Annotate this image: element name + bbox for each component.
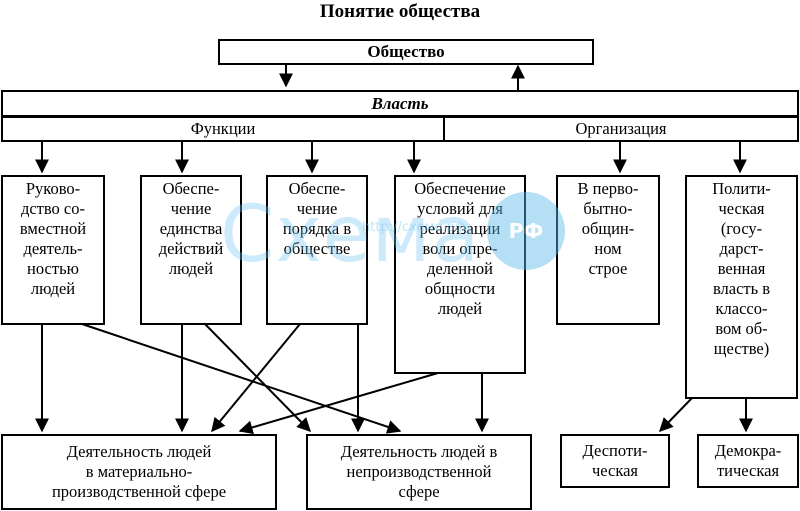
arrow-f3-to-material xyxy=(211,323,301,433)
org-box-primitive: В перво- бытно- общин- ном строе xyxy=(556,175,660,325)
functions-header: Функции xyxy=(1,116,445,142)
form-box-democratic: Демокра- тическая xyxy=(697,434,799,488)
watermark-badge: РФ xyxy=(487,192,565,270)
activity-box-nonproductive: Деятельность людей в непроизводственной … xyxy=(306,434,532,510)
function-box-order: Обеспе- чение порядка в обществе xyxy=(266,175,368,325)
arrow-f4-to-material xyxy=(238,372,439,435)
arrow-f2-to-nonprod xyxy=(204,323,311,432)
org-box-political: Полити- ческая (госу- дарст- венная влас… xyxy=(685,175,798,399)
function-box-will: Обеспечение условий для реализации воли … xyxy=(394,175,526,374)
organization-header: Организация xyxy=(443,116,799,142)
power-box: Власть xyxy=(1,90,799,117)
form-box-despotic: Деспоти- ческая xyxy=(560,434,670,488)
activity-box-material: Деятельность людей в материально- произв… xyxy=(1,434,277,510)
arrow-f1-to-nonprod xyxy=(81,323,402,434)
society-box: Общество xyxy=(218,39,594,65)
diagram-title: Понятие общества xyxy=(319,1,481,22)
function-box-joint-activity: Руково- дство со- вместной деятель- ност… xyxy=(1,175,105,325)
watermark-url: http://схемо.рф xyxy=(362,220,466,235)
watermark-text: Схема xyxy=(220,190,481,280)
function-box-unity: Обеспе- чение единства действий людей xyxy=(140,175,242,325)
arrow-political-to-despotic xyxy=(659,397,693,433)
